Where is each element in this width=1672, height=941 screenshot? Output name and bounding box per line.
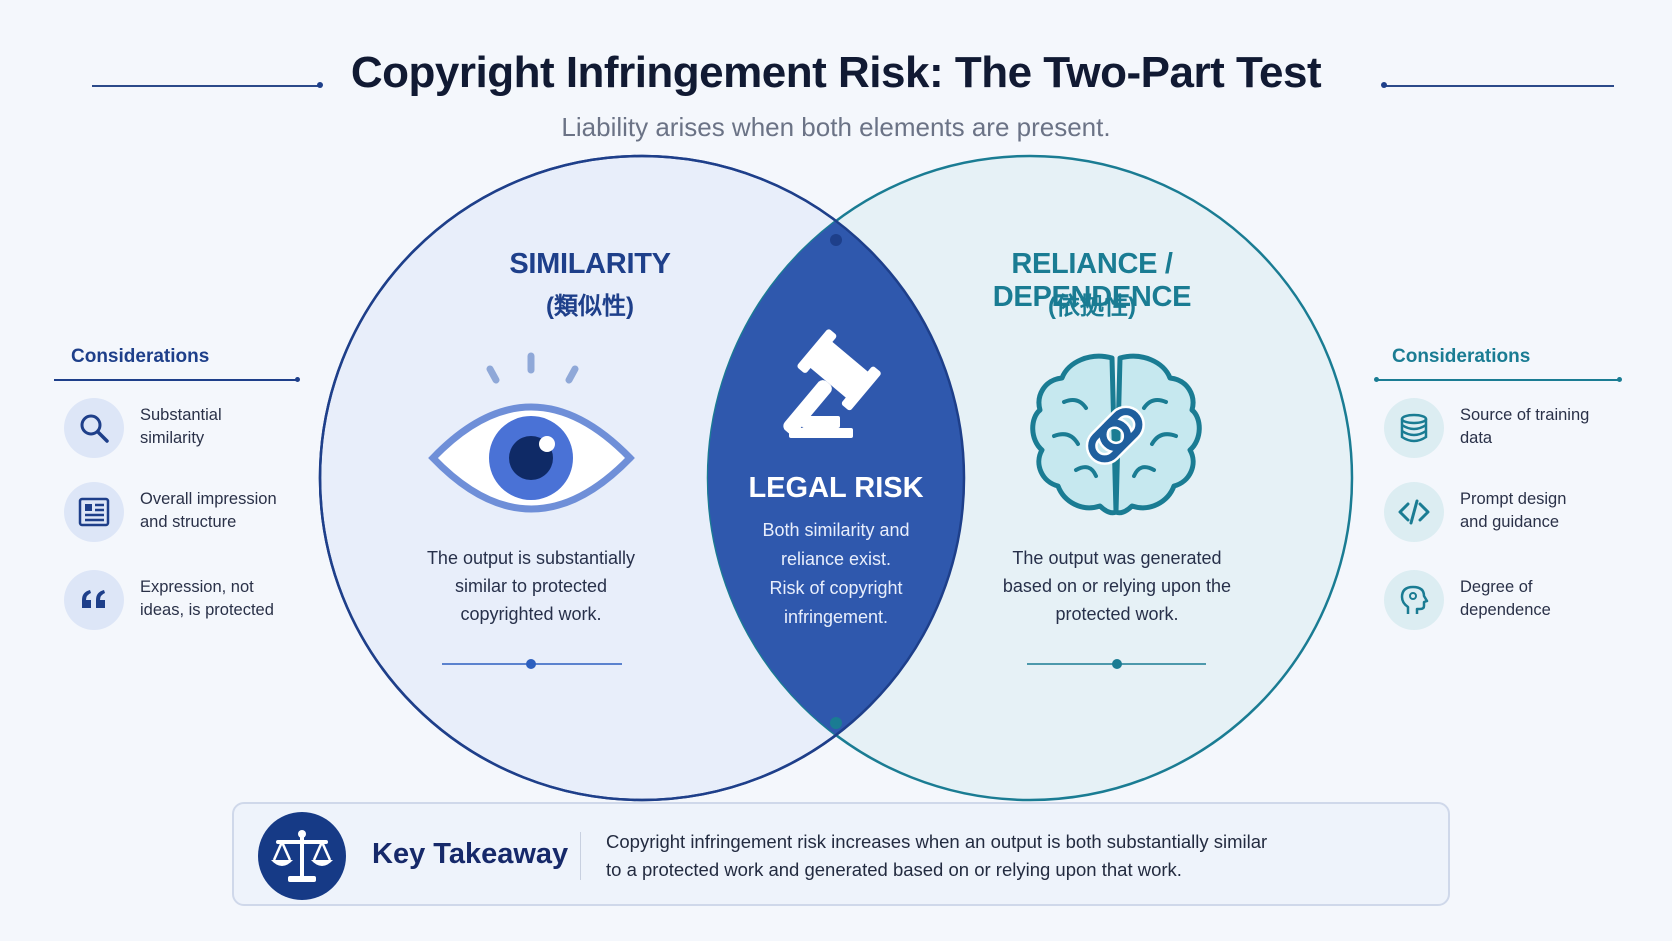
legal-risk-title: LEGAL RISK [748,472,924,504]
gavel-icon [783,329,881,438]
key-takeaway-separator [580,832,581,880]
quote-icon [64,570,124,630]
scales-icon [258,812,346,900]
right-considerations-heading: Considerations [1392,346,1531,367]
title-rule-left-dot [317,82,323,88]
right-consideration-item: Source of training data [1384,398,1644,462]
legal-risk-description: Both similarity and reliance exist. Risk… [762,520,910,627]
similarity-title: SIMILARITY [509,248,671,280]
left-consideration-item: Overall impression and structure [64,482,314,546]
legal-risk-lens [708,156,964,800]
head-profile-icon [1384,570,1444,630]
page-title: Copyright Infringement Risk: The Two-Par… [350,48,1322,97]
key-takeaway-label: Key Takeaway [372,838,569,870]
right-consideration-item: Degree of dependence [1384,570,1644,634]
left-considerations-heading: Considerations [71,346,210,367]
right-consideration-item: Prompt design and guidance [1384,482,1644,546]
right-considerations: Considerations Source of training data P… [1374,346,1644,646]
reliance-description: The output was generated based on or rel… [1002,548,1232,624]
search-icon [64,398,124,458]
reliance-divider [1027,659,1206,669]
left-considerations-rule-dot [295,377,300,382]
left-circle-outline [318,154,966,802]
eye-icon [428,352,635,513]
left-considerations-rule [54,379,298,381]
title-rule-right-dot [1381,82,1387,88]
document-layout-icon [64,482,124,542]
right-considerations-rule [1376,379,1620,381]
key-takeaway-text: Copyright infringement risk increases wh… [606,831,1268,880]
left-considerations: Considerations Substantial similarity Ov… [54,346,304,646]
lens-top-dot [830,234,842,246]
brain-chain-icon [1030,353,1202,516]
reliance-title: RELIANCE / DEPENDENCE [992,248,1192,313]
code-icon [1384,482,1444,542]
database-icon [1384,398,1444,458]
left-consideration-item: Expression, not ideas, is protected [64,570,314,634]
key-takeaway-panel: Key Takeaway Copyright infringement risk… [232,802,1450,906]
similarity-description: The output is substantially similar to p… [426,548,636,624]
reliance-subtitle: (依拠性) [1048,293,1136,320]
title-rule-left [92,85,320,87]
right-considerations-rule-dot [1374,377,1379,382]
title-rule-right [1384,85,1614,87]
similarity-subtitle: (類似性) [546,293,634,320]
lens-bottom-dot [830,717,842,729]
similarity-divider [442,659,622,669]
page-subtitle: Liability arises when both elements are … [561,112,1111,142]
left-consideration-item: Substantial similarity [64,398,314,462]
